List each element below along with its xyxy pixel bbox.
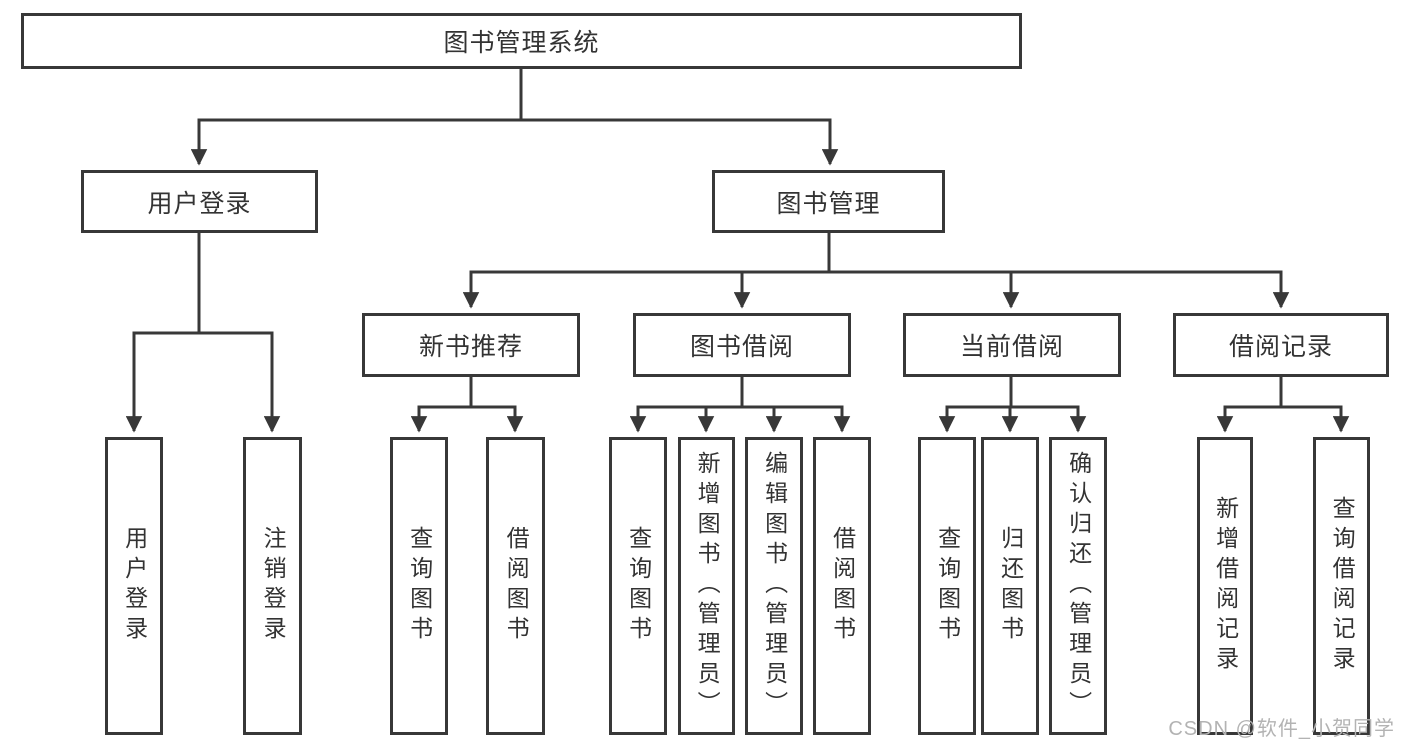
leaf-return-book: 归还图书 bbox=[981, 437, 1039, 735]
leaf-logout-label: 注销登录 bbox=[260, 526, 287, 646]
leaf-borrowing-borrow-book-label: 借阅图书 bbox=[829, 526, 856, 646]
leaf-logout: 注销登录 bbox=[243, 437, 302, 735]
leaf-user-login-label: 用户登录 bbox=[121, 526, 148, 646]
node-borrow-records-label: 借阅记录 bbox=[1228, 333, 1333, 361]
leaf-edit-book-admin-label: 编辑图书（管理员） bbox=[761, 451, 788, 721]
leaf-add-book-admin-label: 新增图书（管理员） bbox=[694, 451, 721, 721]
leaf-borrowing-borrow-book: 借阅图书 bbox=[813, 437, 871, 735]
csdn-watermark: CSDN @软件_小贺同学 bbox=[1168, 718, 1395, 740]
leaf-edit-book-admin: 编辑图书（管理员） bbox=[745, 437, 803, 735]
leaf-query-borrow-record: 查询借阅记录 bbox=[1313, 437, 1370, 735]
leaf-user-login: 用户登录 bbox=[105, 437, 163, 735]
leaf-confirm-return-admin-label: 确认归还（管理员） bbox=[1065, 451, 1092, 721]
leaf-newbook-borrow-book-label: 借阅图书 bbox=[503, 526, 530, 646]
node-book-borrowing: 图书借阅 bbox=[633, 313, 851, 377]
leaf-query-borrow-record-label: 查询借阅记录 bbox=[1329, 496, 1356, 676]
leaf-add-borrow-record-label: 新增借阅记录 bbox=[1212, 496, 1239, 676]
node-new-book-recommend-label: 新书推荐 bbox=[418, 333, 523, 361]
node-book-borrowing-label: 图书借阅 bbox=[689, 333, 794, 361]
node-current-borrowing-label: 当前借阅 bbox=[959, 333, 1064, 361]
node-root-label: 图书管理系统 bbox=[443, 29, 600, 57]
node-borrow-records: 借阅记录 bbox=[1173, 313, 1389, 377]
node-book-management-label: 图书管理 bbox=[776, 189, 881, 218]
leaf-add-book-admin: 新增图书（管理员） bbox=[678, 437, 735, 735]
node-book-management: 图书管理 bbox=[712, 170, 945, 233]
leaf-confirm-return-admin: 确认归还（管理员） bbox=[1049, 437, 1107, 735]
node-new-book-recommend: 新书推荐 bbox=[362, 313, 580, 377]
node-user-login-label: 用户登录 bbox=[147, 189, 252, 218]
leaf-newbook-query-book: 查询图书 bbox=[390, 437, 448, 735]
leaf-borrowing-query-book: 查询图书 bbox=[609, 437, 667, 735]
node-user-login: 用户登录 bbox=[81, 170, 318, 233]
node-root: 图书管理系统 bbox=[21, 13, 1022, 69]
leaf-borrowing-query-book-label: 查询图书 bbox=[625, 526, 652, 646]
leaf-newbook-query-book-label: 查询图书 bbox=[406, 526, 433, 646]
node-current-borrowing: 当前借阅 bbox=[903, 313, 1121, 377]
leaf-add-borrow-record: 新增借阅记录 bbox=[1197, 437, 1253, 735]
leaf-current-query-book-label: 查询图书 bbox=[934, 526, 961, 646]
leaf-current-query-book: 查询图书 bbox=[918, 437, 976, 735]
leaf-newbook-borrow-book: 借阅图书 bbox=[486, 437, 545, 735]
leaf-return-book-label: 归还图书 bbox=[997, 526, 1024, 646]
